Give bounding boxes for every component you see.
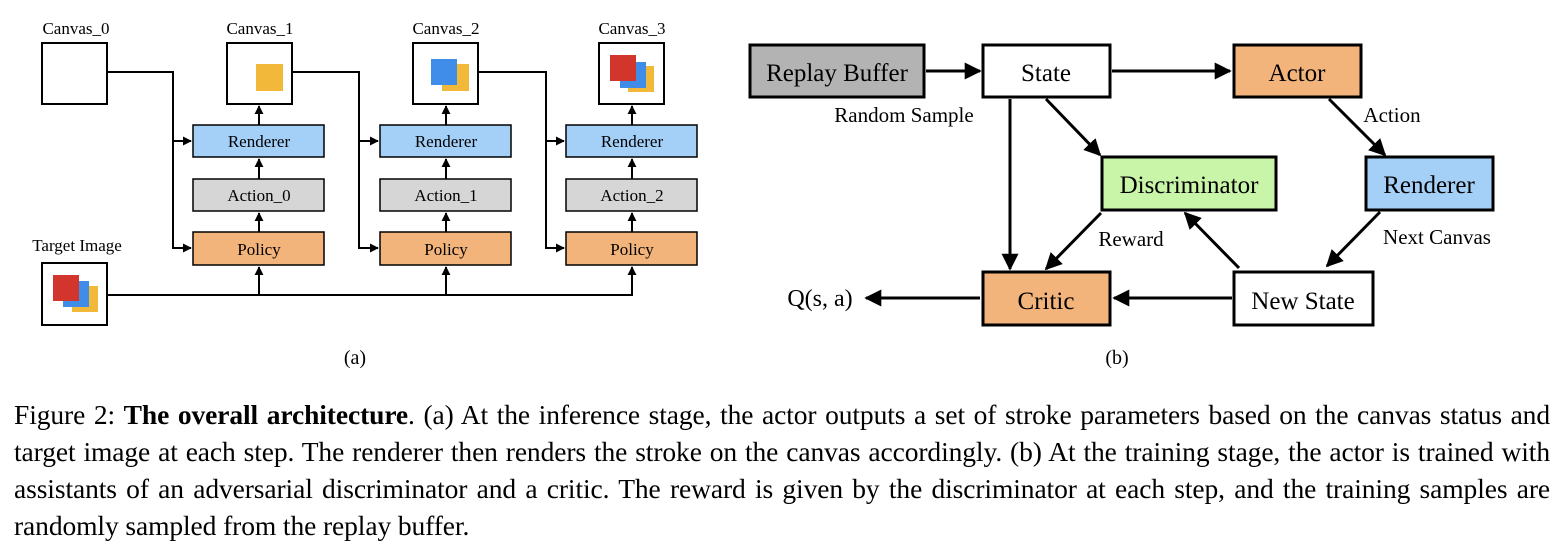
panel-a: Canvas_0 Canvas_1 Canvas_2 Canvas_3 Targ… bbox=[32, 19, 698, 369]
action-block-0-label: Action_0 bbox=[227, 186, 290, 205]
panel-b-connectors bbox=[864, 62, 1387, 307]
canvas-1-label: Canvas_1 bbox=[226, 19, 293, 38]
replay-buffer-box bbox=[748, 43, 926, 99]
renderer-block-1-label: Renderer bbox=[228, 132, 291, 151]
random-sample-label: Random Sample bbox=[834, 103, 973, 127]
renderer-block-3-label: Renderer bbox=[601, 132, 664, 151]
actor-box bbox=[1232, 43, 1363, 99]
target-image bbox=[41, 262, 108, 326]
action-block-0 bbox=[192, 178, 325, 212]
policy-block-3 bbox=[565, 231, 698, 266]
caption-text: . (a) At the inference stage, the actor … bbox=[14, 399, 1550, 541]
new-state-box bbox=[1232, 270, 1375, 327]
panel-a-label: (a) bbox=[344, 347, 366, 369]
critic-box bbox=[981, 270, 1112, 327]
new-state-label: New State bbox=[1251, 288, 1354, 315]
renderer-box bbox=[1364, 155, 1495, 212]
state-label: State bbox=[1021, 60, 1071, 87]
figure-caption: Figure 2: The overall architecture. (a) … bbox=[14, 396, 1550, 544]
canvas-2 bbox=[412, 42, 479, 105]
canvas-1 bbox=[226, 42, 293, 105]
discriminator-label: Discriminator bbox=[1120, 172, 1260, 199]
panel-b: Replay Buffer State Actor Discriminator … bbox=[748, 43, 1495, 369]
canvas-3-label: Canvas_3 bbox=[598, 19, 665, 38]
panel-a-connectors bbox=[107, 71, 637, 296]
discriminator-box bbox=[1100, 155, 1278, 212]
state-box bbox=[981, 43, 1112, 99]
replay-buffer-label: Replay Buffer bbox=[766, 60, 909, 87]
caption-prefix: Figure 2: bbox=[14, 399, 124, 430]
actor-label: Actor bbox=[1269, 60, 1327, 87]
action-block-2 bbox=[565, 178, 698, 212]
canvas-3 bbox=[598, 42, 665, 105]
renderer-block-2-label: Renderer bbox=[415, 132, 478, 151]
policy-block-2 bbox=[379, 231, 512, 266]
next-canvas-edge-label: Next Canvas bbox=[1383, 225, 1491, 249]
canvas-2-label: Canvas_2 bbox=[412, 19, 479, 38]
action-block-1-label: Action_1 bbox=[414, 186, 477, 205]
canvas-0-label: Canvas_0 bbox=[42, 19, 109, 38]
reward-edge-label: Reward bbox=[1098, 227, 1164, 251]
q-output-label: Q(s, a) bbox=[787, 286, 852, 312]
panel-b-label: (b) bbox=[1105, 347, 1128, 369]
architecture-figure: Canvas_0 Canvas_1 Canvas_2 Canvas_3 Targ… bbox=[32, 19, 1495, 369]
policy-block-2-label: Policy bbox=[424, 240, 468, 259]
target-image-label: Target Image bbox=[32, 236, 122, 255]
policy-block-3-label: Policy bbox=[610, 240, 654, 259]
canvas-0 bbox=[41, 42, 108, 105]
renderer-block-1 bbox=[192, 124, 325, 158]
caption-title: The overall architecture bbox=[123, 399, 409, 430]
renderer-label: Renderer bbox=[1383, 172, 1475, 199]
renderer-block-2 bbox=[379, 124, 512, 158]
renderer-block-3 bbox=[565, 124, 698, 158]
action-block-2-label: Action_2 bbox=[600, 186, 663, 205]
critic-label: Critic bbox=[1018, 288, 1075, 315]
action-edge-label: Action bbox=[1363, 103, 1421, 127]
policy-block-1-label: Policy bbox=[237, 240, 281, 259]
